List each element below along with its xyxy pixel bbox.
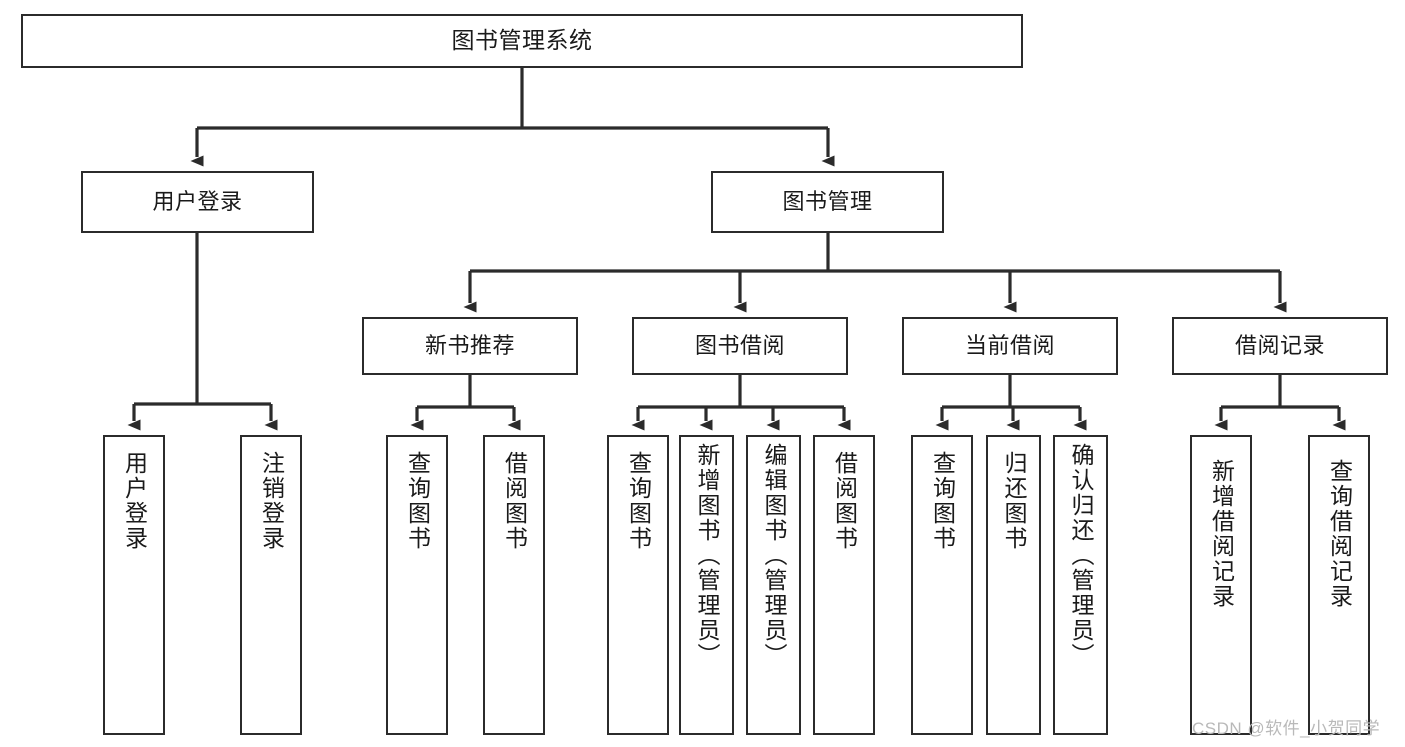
node-leaf-borrow-book-2[interactable]: 借阅图书 <box>813 435 875 735</box>
node-leaf-borrow-book-2-label: 借阅图书 <box>831 451 858 551</box>
node-root-label: 图书管理系统 <box>451 27 593 54</box>
node-borrow-record-label: 借阅记录 <box>1234 332 1325 358</box>
node-new-book-recommend[interactable]: 新书推荐 <box>362 317 578 375</box>
node-leaf-logout[interactable]: 注销登录 <box>240 435 302 735</box>
node-leaf-edit-book-label: 编辑图书（管理员） <box>761 443 787 668</box>
node-new-book-recommend-label: 新书推荐 <box>424 332 515 358</box>
node-leaf-add-book[interactable]: 新增图书（管理员） <box>679 435 734 735</box>
node-book-manage-label: 图书管理 <box>782 188 873 214</box>
node-borrow-record[interactable]: 借阅记录 <box>1172 317 1388 375</box>
node-leaf-query-record[interactable]: 查询借阅记录 <box>1308 435 1370 735</box>
node-leaf-query-book-3[interactable]: 查询图书 <box>911 435 973 735</box>
node-leaf-user-login[interactable]: 用户登录 <box>103 435 165 735</box>
node-leaf-add-book-label: 新增图书（管理员） <box>694 443 720 668</box>
node-current-borrow[interactable]: 当前借阅 <box>902 317 1118 375</box>
node-root[interactable]: 图书管理系统 <box>21 14 1023 68</box>
node-book-manage[interactable]: 图书管理 <box>711 171 944 233</box>
node-leaf-user-login-label: 用户登录 <box>121 451 148 551</box>
node-leaf-confirm-return-label: 确认归还（管理员） <box>1068 443 1094 668</box>
node-leaf-add-record[interactable]: 新增借阅记录 <box>1190 435 1252 735</box>
node-leaf-add-record-label: 新增借阅记录 <box>1208 459 1235 609</box>
node-leaf-query-book-3-label: 查询图书 <box>929 451 956 551</box>
node-leaf-logout-label: 注销登录 <box>258 451 285 551</box>
node-leaf-confirm-return[interactable]: 确认归还（管理员） <box>1053 435 1108 735</box>
node-user-login-label: 用户登录 <box>152 188 243 214</box>
node-leaf-query-book-2-label: 查询图书 <box>625 451 652 551</box>
node-leaf-return-book-label: 归还图书 <box>1001 451 1027 551</box>
csdn-watermark: CSDN @软件_小贺同学 <box>1192 719 1381 738</box>
node-leaf-query-book-1[interactable]: 查询图书 <box>386 435 448 735</box>
node-leaf-edit-book[interactable]: 编辑图书（管理员） <box>746 435 801 735</box>
node-user-login[interactable]: 用户登录 <box>81 171 314 233</box>
node-book-borrow-label: 图书借阅 <box>694 332 785 358</box>
node-leaf-query-book-1-label: 查询图书 <box>404 451 431 551</box>
node-leaf-return-book[interactable]: 归还图书 <box>986 435 1041 735</box>
node-leaf-query-record-label: 查询借阅记录 <box>1326 459 1353 609</box>
node-book-borrow[interactable]: 图书借阅 <box>632 317 848 375</box>
node-leaf-query-book-2[interactable]: 查询图书 <box>607 435 669 735</box>
node-leaf-borrow-book-1-label: 借阅图书 <box>501 451 528 551</box>
node-leaf-borrow-book-1[interactable]: 借阅图书 <box>483 435 545 735</box>
node-current-borrow-label: 当前借阅 <box>964 332 1055 358</box>
